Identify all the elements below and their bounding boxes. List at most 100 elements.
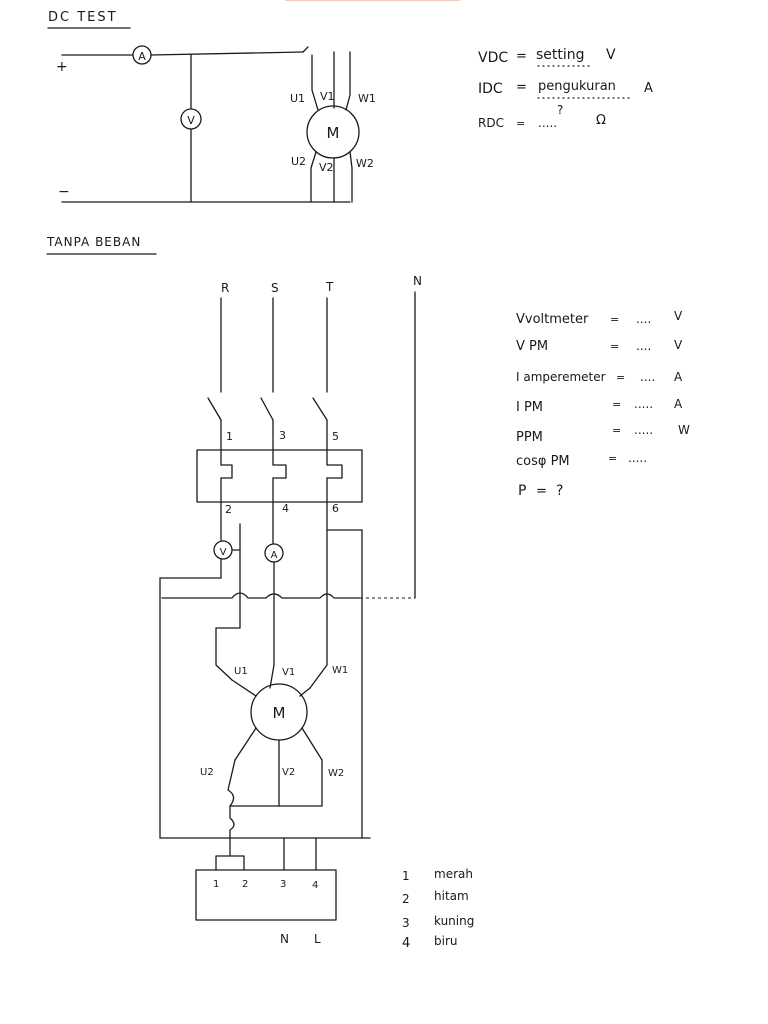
legend-4-color: biru (434, 934, 458, 948)
measure-cosphi-eq: = (608, 452, 617, 465)
dc-terminal-u2: U2 (291, 155, 306, 168)
measure-vpm-value: .... (636, 339, 651, 353)
overload-relay-box (196, 449, 363, 503)
measure-cosphi-label: cosφ PM (516, 454, 570, 469)
meter-bridge-1-2 (215, 855, 245, 871)
dc-ammeter-label: A (138, 50, 146, 63)
formula-rdc-eq: = (516, 117, 525, 130)
measure-ipm-value: ..... (634, 397, 653, 411)
overload-element-3 (272, 464, 287, 479)
lead-to-v1 (269, 597, 275, 689)
dc-formulas: VDC = setting V IDC = pengukuran A ? RDC… (478, 47, 653, 130)
no-load-terminal-w1: W1 (332, 665, 348, 676)
no-load-title: TANPA BEBAN (46, 235, 141, 249)
overload-element-5 (326, 464, 343, 479)
no-load-motor-label: M (273, 704, 286, 722)
contact-2-label: 2 (225, 503, 232, 516)
phase-s-label: S (271, 281, 279, 295)
legend-1-num: 1 (402, 869, 410, 883)
dc-motor-label: M (327, 124, 340, 142)
switch-s-blade (260, 397, 274, 421)
contact-5-label: 5 (332, 430, 339, 443)
formula-vdc-eq: = (516, 49, 527, 64)
measure-vpm-unit: V (674, 338, 683, 352)
dc-terminal-w1: W1 (358, 92, 376, 105)
motor-spoke-u2 (234, 727, 257, 761)
measure-p-value: ? (556, 483, 563, 499)
measure-iammeter-eq: = (616, 371, 625, 384)
no-load-terminal-w2: W2 (328, 768, 344, 779)
wire-r-outer-loop (159, 577, 371, 839)
dc-lead-w2 (349, 151, 353, 203)
formula-idc-symbol: IDC (478, 81, 503, 97)
contact-6-label: 6 (332, 502, 339, 515)
contact-4-label: 4 (282, 502, 289, 515)
dc-lead-u2 (310, 151, 317, 203)
switch-r-blade (207, 397, 222, 421)
measure-iammeter-label: I amperemeter (516, 370, 606, 384)
dc-top-wire-tick (302, 46, 309, 53)
meter-label-l: L (314, 932, 321, 946)
meter-terminal-3: 3 (280, 879, 286, 890)
formula-rdc-note: ? (557, 103, 563, 117)
dc-motor-icon (306, 105, 360, 159)
measure-ppm-unit: W (678, 423, 690, 437)
meter-terminal-2: 2 (242, 879, 248, 890)
dc-test-title: DC TEST (48, 10, 118, 25)
phase-n-label: N (413, 274, 422, 288)
formula-vdc-value: setting (536, 47, 585, 63)
legend-3-color: kuning (434, 914, 474, 928)
meter-label-n: N (280, 932, 289, 946)
legend-1-color: merah (434, 867, 473, 881)
dc-test-section: DC TEST + − A V M U1 V1 W1 U2 V2 W2 (47, 10, 653, 203)
measure-ppm-value: ..... (634, 423, 653, 437)
lead-to-w1 (309, 597, 328, 689)
phase-r-label: R (221, 281, 229, 295)
power-meter-box (195, 869, 337, 921)
motor-spoke-w1 (299, 687, 311, 697)
measure-vvoltmeter-label: Vvoltmeter (516, 312, 589, 327)
measure-vpm-label: V PM (516, 339, 548, 354)
dc-plus-sign: + (56, 59, 68, 75)
meter-terminal-4: 4 (312, 880, 318, 891)
overload-element-1 (220, 464, 233, 479)
measure-cosphi-value: ..... (628, 451, 647, 465)
formula-idc-unit: A (644, 81, 653, 96)
meter-terminal-1: 1 (213, 879, 219, 890)
contact-3-label: 3 (279, 429, 286, 442)
dc-terminal-v1: V1 (320, 90, 335, 103)
no-load-terminal-u2: U2 (200, 767, 214, 778)
measure-vvoltmeter-eq: = (610, 313, 619, 326)
dc-lead-u1 (311, 54, 319, 111)
formula-rdc-unit: Ω (596, 113, 606, 128)
legend-3-num: 3 (402, 916, 410, 930)
formula-vdc-symbol: VDC (478, 50, 508, 66)
measure-iammeter-value: .... (640, 370, 655, 384)
wire-colour-legend: 1 merah 2 hitam 3 kuning 4 biru (402, 867, 474, 951)
no-load-section: TANPA BEBAN R S T N 1 3 5 2 4 6 (46, 235, 690, 951)
no-load-voltmeter-label: V (220, 547, 227, 558)
measure-ipm-eq: = (612, 398, 621, 411)
dc-lead-w1 (345, 51, 351, 111)
dc-terminal-u1: U1 (290, 92, 305, 105)
measurement-list: Vvoltmeter = .... V V PM = .... V I ampe… (516, 309, 690, 499)
measure-iammeter-unit: A (674, 370, 683, 384)
phase-t-label: T (325, 280, 334, 294)
measure-ppm-label: PPM (516, 430, 543, 445)
measure-vvoltmeter-value: .... (636, 312, 651, 326)
lead-u2-to-meter (227, 759, 236, 856)
dc-minus-sign: − (58, 184, 70, 200)
formula-idc-eq: = (516, 80, 527, 95)
measure-ipm-unit: A (674, 397, 683, 411)
contact-1-label: 1 (226, 430, 233, 443)
star-point-wire (229, 759, 323, 807)
motor-spoke-u1 (231, 679, 257, 697)
legend-2-num: 2 (402, 892, 410, 906)
measure-vpm-eq: = (610, 340, 619, 353)
legend-2-color: hitam (434, 889, 469, 903)
switch-t-blade (312, 397, 328, 421)
formula-rdc-symbol: RDC (478, 116, 504, 130)
neutral-bus-wire (161, 592, 361, 599)
